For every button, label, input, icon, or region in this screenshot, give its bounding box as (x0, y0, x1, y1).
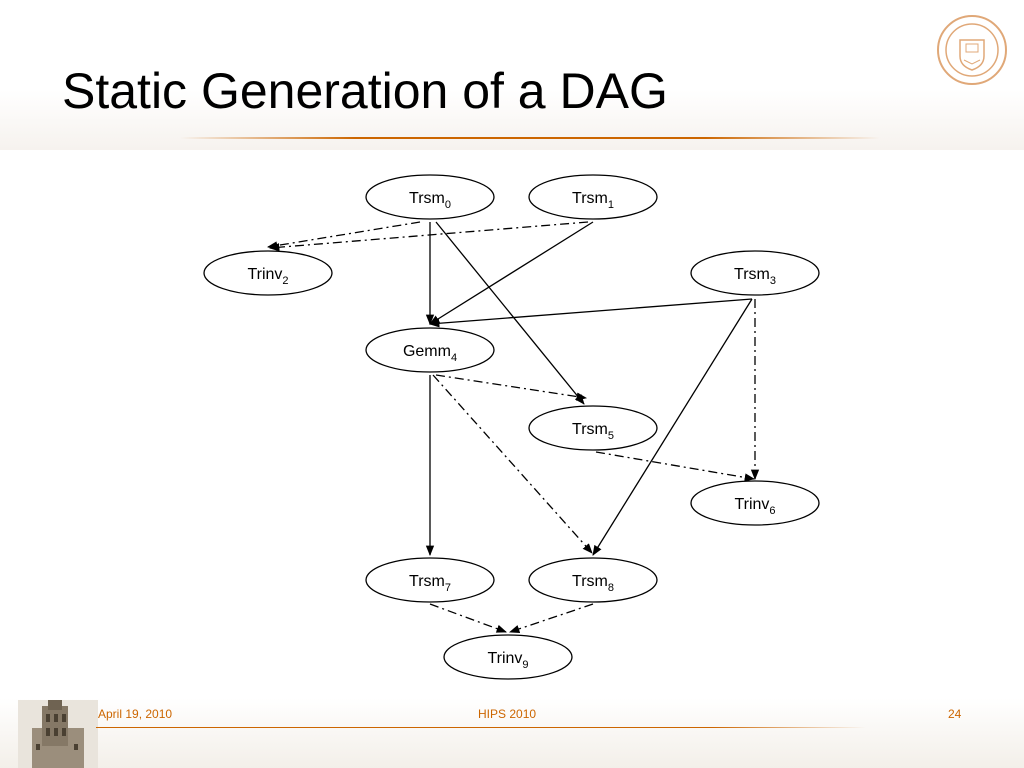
edge-trsm1-to-gemm4 (429, 221, 594, 325)
node-label-name: Trsm (409, 573, 445, 590)
node-label-subscript: 1 (608, 199, 614, 211)
node-label-name: Trinv (247, 266, 282, 283)
node-label: Trsm0 (409, 190, 451, 211)
node-ellipse (528, 405, 658, 451)
node-trinv9: Trinv9 (443, 634, 573, 680)
node-label-name: Trsm (409, 190, 445, 207)
edge-gemm4-to-trsm5 (435, 374, 588, 401)
node-label-name: Trsm (572, 573, 608, 590)
edge-trsm8-to-trinv9 (509, 603, 594, 633)
node-ellipse (203, 250, 333, 296)
node-label: Trsm3 (734, 266, 776, 287)
node-ellipse (365, 557, 495, 603)
node-label: Gemm4 (403, 343, 457, 364)
footer-conference: HIPS 2010 (478, 707, 537, 721)
node-label-subscript: 2 (282, 275, 288, 287)
node-label-subscript: 9 (522, 659, 528, 671)
node-trsm1: Trsm1 (528, 174, 658, 220)
node-label: Trsm8 (572, 573, 614, 594)
node-trsm7: Trsm7 (365, 557, 495, 603)
node-ellipse (528, 174, 658, 220)
edge-trsm0-to-trinv2 (266, 221, 421, 250)
university-seal-logo (937, 15, 1007, 85)
node-label: Trsm1 (572, 190, 614, 211)
node-trsm8: Trsm8 (528, 557, 658, 603)
node-label: Trinv2 (247, 266, 288, 287)
edge-trsm1-to-trinv2 (268, 221, 589, 252)
node-gemm4: Gemm4 (365, 327, 495, 373)
node-label: Trinv9 (487, 650, 528, 671)
node-ellipse (365, 174, 495, 220)
edge-trsm7-to-trinv9 (429, 603, 507, 633)
node-ellipse (690, 480, 820, 526)
tower-building-image (18, 700, 98, 768)
node-ellipse (365, 327, 495, 373)
node-ellipse (690, 250, 820, 296)
edge-trsm3-to-gemm4 (428, 298, 753, 328)
node-label-subscript: 3 (770, 275, 776, 287)
node-trinv6: Trinv6 (690, 480, 820, 526)
node-label: Trsm7 (409, 573, 451, 594)
node-trinv2: Trinv2 (203, 250, 333, 296)
edge-trsm0-to-trsm5 (435, 221, 585, 405)
edge-trsm5-to-trinv6 (595, 451, 756, 482)
footer-page-number: 24 (948, 707, 962, 721)
node-label-subscript: 7 (445, 582, 451, 594)
node-trsm5: Trsm5 (528, 405, 658, 451)
title-background (0, 0, 1024, 150)
edge-trsm3-to-trsm8 (592, 298, 753, 556)
node-label-subscript: 4 (451, 352, 457, 364)
node-label-name: Trsm (734, 266, 770, 283)
edges-layer (266, 221, 760, 633)
footer-divider (96, 727, 866, 728)
node-ellipse (443, 634, 573, 680)
footer-background (0, 698, 1024, 768)
node-label: Trinv6 (734, 496, 775, 517)
slide-title: Static Generation of a DAG (62, 63, 668, 119)
node-label-name: Trinv (487, 650, 522, 667)
node-label-subscript: 6 (769, 505, 775, 517)
edge-gemm4-to-trsm8 (432, 374, 593, 554)
node-label-name: Trinv (734, 496, 769, 513)
node-trsm0: Trsm0 (365, 174, 495, 220)
node-label-subscript: 0 (445, 199, 451, 211)
node-label-subscript: 8 (608, 582, 614, 594)
node-label-name: Trsm (572, 190, 608, 207)
node-label-name: Gemm (403, 343, 451, 360)
node-label: Trsm5 (572, 421, 614, 442)
node-ellipse (528, 557, 658, 603)
node-trsm3: Trsm3 (690, 250, 820, 296)
node-label-name: Trsm (572, 421, 608, 438)
footer-date: April 19, 2010 (98, 707, 173, 721)
node-label-subscript: 5 (608, 430, 614, 442)
title-divider (180, 137, 880, 139)
